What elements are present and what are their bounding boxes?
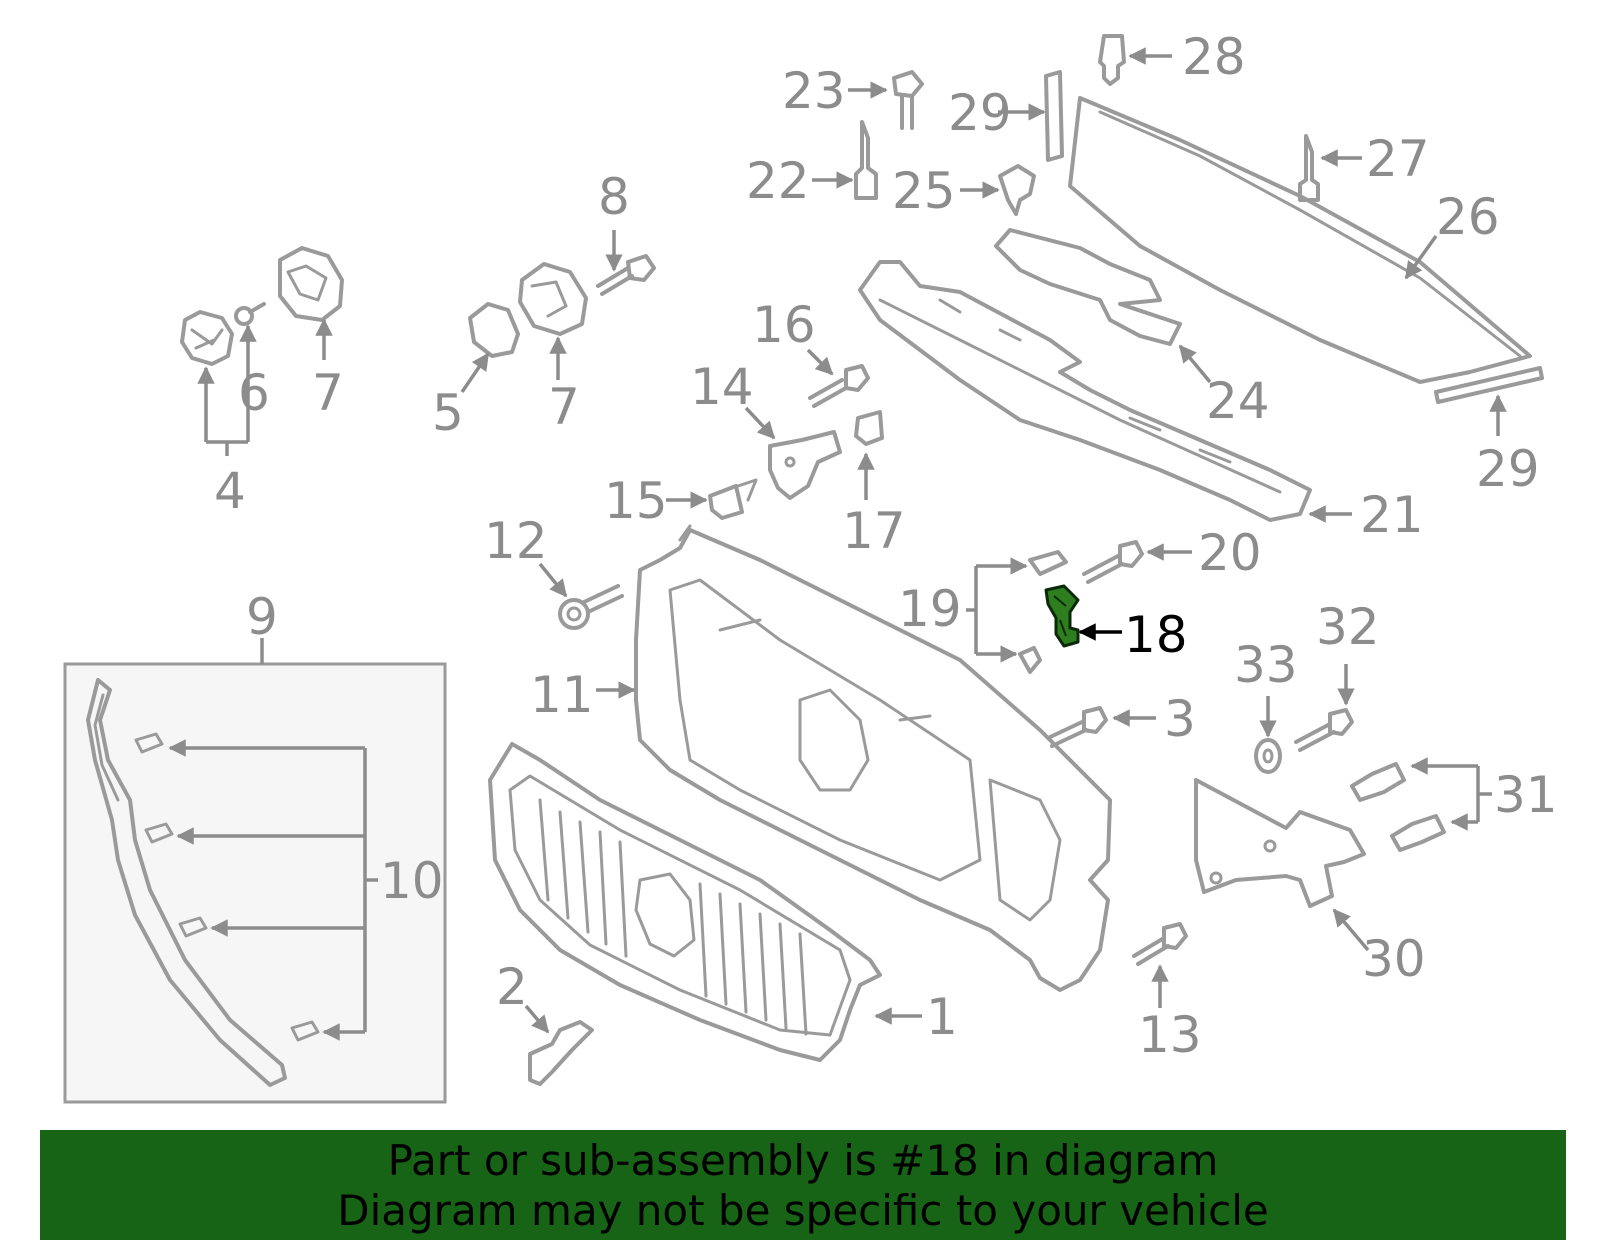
callout-14: 14 bbox=[690, 358, 754, 416]
callout-33: 33 bbox=[1234, 636, 1298, 694]
part-13-bolt bbox=[1132, 922, 1188, 966]
part-25-clip bbox=[998, 164, 1036, 216]
callout-30: 30 bbox=[1362, 930, 1426, 988]
callout-16: 16 bbox=[752, 296, 816, 354]
callout-22: 22 bbox=[746, 152, 810, 210]
part-3-bolt bbox=[1046, 706, 1108, 748]
part-14-bracket bbox=[768, 430, 842, 500]
callout-20: 20 bbox=[1198, 524, 1262, 582]
callout-10: 10 bbox=[380, 852, 444, 910]
callout-11: 11 bbox=[530, 666, 594, 724]
callout-19: 19 bbox=[898, 580, 962, 638]
callout-7b: 7 bbox=[548, 378, 580, 436]
part-15-clip bbox=[708, 478, 758, 520]
part-19-clip-upper bbox=[1028, 550, 1068, 576]
callout-2: 2 bbox=[496, 958, 528, 1016]
part-31-clip-lower bbox=[1390, 814, 1446, 852]
part-28-clip bbox=[1098, 34, 1126, 86]
part-5-cover bbox=[468, 302, 520, 358]
part-23-bolt bbox=[892, 70, 924, 130]
banner-line-1: Part or sub-assembly is #18 in diagram bbox=[387, 1136, 1219, 1185]
part-1-grille bbox=[488, 742, 882, 1062]
callout-27: 27 bbox=[1366, 130, 1430, 188]
part-19-clip-lower bbox=[1018, 646, 1042, 674]
callout-9: 9 bbox=[246, 588, 278, 646]
part-7-bracket bbox=[518, 262, 588, 336]
callout-26: 26 bbox=[1436, 188, 1500, 246]
part-6-clip bbox=[234, 302, 266, 326]
callout-8: 8 bbox=[598, 168, 630, 226]
callout-7a: 7 bbox=[312, 364, 344, 422]
part-29-strip-lower bbox=[1434, 366, 1544, 404]
callout-25: 25 bbox=[892, 162, 956, 220]
part-8-bolt bbox=[596, 254, 656, 296]
callout-labels: 1 2 3 4 5 6 7 7 8 9 10 11 12 13 14 15 16… bbox=[214, 28, 1558, 1064]
part-32-bolt bbox=[1294, 708, 1354, 752]
callout-13: 13 bbox=[1138, 1006, 1202, 1064]
part-2-bracket bbox=[528, 1020, 594, 1086]
callout-23: 23 bbox=[782, 62, 846, 120]
part-4-emblem bbox=[180, 310, 234, 366]
part-16-bolt bbox=[808, 364, 870, 408]
banner-line-2: Diagram may not be specific to your vehi… bbox=[337, 1186, 1269, 1235]
callout-15: 15 bbox=[604, 472, 668, 530]
callout-18: 18 bbox=[1124, 606, 1188, 664]
callout-21: 21 bbox=[1360, 486, 1424, 544]
part-26-seal-panel bbox=[1068, 96, 1532, 384]
callout-3: 3 bbox=[1164, 690, 1196, 748]
callout-29b: 29 bbox=[1476, 440, 1540, 498]
part-24-shield bbox=[994, 228, 1182, 346]
info-banner: Part or sub-assembly is #18 in diagram D… bbox=[40, 1130, 1566, 1240]
part-12-bolt bbox=[558, 584, 624, 630]
part-11-support bbox=[634, 524, 1112, 992]
callout-5: 5 bbox=[432, 384, 464, 442]
part-31-clip-upper bbox=[1350, 762, 1406, 802]
callout-31: 31 bbox=[1494, 766, 1558, 824]
part-17-clip bbox=[854, 410, 884, 446]
callout-24: 24 bbox=[1206, 372, 1270, 430]
callout-32: 32 bbox=[1316, 598, 1380, 656]
part-20-bolt bbox=[1082, 540, 1144, 584]
inset-box bbox=[63, 662, 447, 1104]
part-30-bracket bbox=[1194, 778, 1366, 908]
part-18-highlighted bbox=[1044, 584, 1080, 648]
part-10-trim-molding bbox=[86, 678, 320, 1087]
callout-6: 6 bbox=[238, 364, 270, 422]
part-27-pin bbox=[1298, 134, 1320, 202]
callout-17: 17 bbox=[842, 502, 906, 560]
callout-1: 1 bbox=[926, 988, 958, 1046]
callout-12: 12 bbox=[484, 512, 548, 570]
callout-28: 28 bbox=[1182, 28, 1246, 86]
callout-4: 4 bbox=[214, 462, 246, 520]
part-33-washer bbox=[1254, 738, 1282, 774]
callout-29a: 29 bbox=[948, 84, 1012, 142]
part-29-strip-upper bbox=[1044, 70, 1064, 162]
part-7-emblem-base bbox=[278, 246, 344, 322]
part-21-absorber bbox=[858, 260, 1312, 522]
part-22-pin bbox=[854, 120, 878, 200]
